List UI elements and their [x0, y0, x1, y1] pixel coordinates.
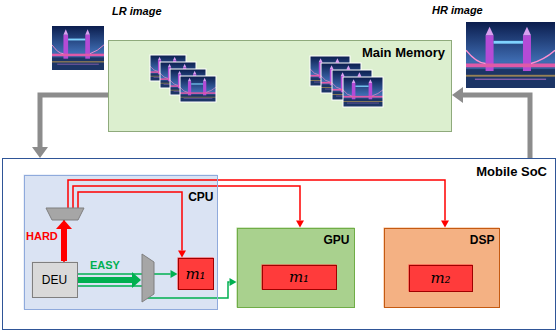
deu-box: DEU — [32, 262, 78, 298]
easy-arrow-shaft — [78, 277, 132, 283]
stack-image — [343, 77, 383, 107]
connector-line — [64, 180, 445, 262]
image-caption: LR image — [112, 5, 162, 17]
path-label: HARD — [26, 230, 58, 242]
multiplexer — [142, 254, 154, 302]
node-label: Main Memory — [362, 45, 445, 60]
data-transfer-arrow — [452, 87, 530, 158]
box-fill — [409, 265, 473, 292]
soc-box: Mobile SoC CPU DEU m₁ GPU m₁ DSP m₂ — [2, 158, 556, 330]
connector-line — [78, 273, 171, 275]
arrow-head — [452, 87, 463, 103]
arrow-head — [296, 221, 304, 228]
node-label: m₁ — [289, 268, 309, 286]
easy-path-wire — [78, 270, 178, 278]
hr-image — [466, 22, 555, 88]
connector-line — [64, 186, 300, 262]
dsp-box: DSP m₂ — [384, 228, 500, 308]
hard-arrow-head — [56, 220, 72, 229]
hard-path-wire — [64, 192, 186, 262]
box-fill — [262, 265, 337, 290]
node-label: GPU — [323, 233, 349, 247]
arrow-head — [171, 270, 178, 278]
cpu-box: CPU DEU m₁ — [24, 175, 218, 310]
connector-line — [64, 192, 182, 262]
node-label: CPU — [188, 190, 213, 204]
easy-arrow-head — [132, 272, 141, 288]
node-label: DEU — [42, 273, 67, 287]
node-label: Mobile SoC — [476, 164, 547, 179]
node-label: m₂ — [430, 269, 450, 287]
node-label: m₁ — [185, 265, 205, 283]
node-label: DSP — [470, 233, 495, 247]
lr-image-stack — [150, 55, 216, 102]
box-fill — [384, 228, 500, 308]
box-fill — [2, 158, 556, 330]
image-caption: HR image — [432, 4, 483, 16]
stack-image — [180, 76, 216, 102]
box-fill — [237, 228, 355, 308]
box-fill — [178, 258, 214, 290]
box-fill — [32, 262, 78, 298]
arrow-head — [178, 251, 186, 258]
arrow-head — [230, 278, 237, 286]
arrow-head — [441, 221, 449, 228]
box-fill — [24, 175, 218, 310]
model-box: m₁ — [262, 265, 337, 290]
data-transfer-arrow — [32, 95, 108, 158]
connector-line — [40, 95, 108, 147]
connector-line — [463, 95, 530, 158]
hr-image-stack — [310, 56, 383, 107]
stack-frame — [180, 76, 216, 102]
hard-path-wire — [64, 186, 304, 262]
box-fill — [108, 40, 452, 132]
gpu-box: GPU m₁ — [237, 228, 355, 308]
memory-box: Main Memory — [108, 40, 452, 132]
model-box: m₂ — [409, 265, 473, 292]
hard-arrow-shaft — [61, 229, 67, 261]
model-box: m₁ — [178, 258, 214, 290]
path-label: EASY — [90, 259, 120, 271]
lr-image — [52, 26, 104, 70]
stack-frame — [343, 77, 383, 107]
multiplexer — [46, 208, 84, 220]
arrow-head — [32, 147, 48, 158]
hard-path-wire — [64, 180, 449, 262]
